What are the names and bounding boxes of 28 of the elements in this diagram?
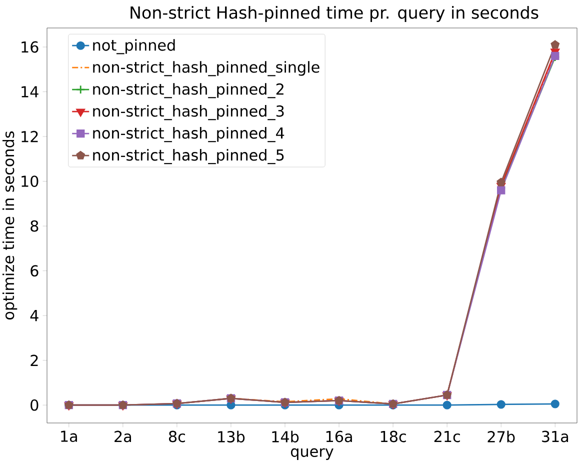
- x-tick-label: 21c: [434, 430, 460, 442]
- legend-label: non-strict_hash_pinned_5: [93, 149, 284, 164]
- y-tick-label: 8: [30, 220, 38, 232]
- y-tick-label: 14: [22, 86, 38, 98]
- x-tick-label: 2a: [114, 430, 131, 442]
- x-tick-label: 1a: [61, 430, 77, 442]
- legend-label: not_pinned: [93, 39, 175, 54]
- x-tick-label: 14b: [272, 430, 299, 442]
- x-tick-label: 31a: [542, 430, 568, 442]
- y-tick-label: 10: [22, 176, 38, 188]
- y-axis-title: optimize time in seconds: [2, 131, 18, 320]
- x-axis-title: query: [290, 448, 334, 460]
- y-tick-label: 2: [30, 354, 38, 366]
- legend-label: non-strict_hash_pinned_single: [93, 61, 320, 76]
- x-tick-label: 27b: [488, 430, 515, 442]
- chart-title: Non-strict Hash-pinned time pr. query in seconds: [130, 6, 538, 22]
- y-tick-label: 16: [22, 41, 38, 53]
- x-tick-label: 18c: [380, 430, 406, 442]
- y-tick-label: 6: [30, 265, 38, 277]
- x-tick-label: 8c: [168, 430, 185, 442]
- y-tick-label: 0: [30, 399, 38, 411]
- x-tick-label: 13b: [218, 430, 245, 442]
- y-tick-label: 4: [30, 310, 38, 322]
- legend-label: non-strict_hash_pinned_4: [93, 127, 284, 142]
- x-tick-label: 16a: [326, 430, 352, 442]
- legend-label: non-strict_hash_pinned_2: [93, 83, 284, 98]
- y-tick-label: 12: [22, 130, 38, 142]
- legend-label: non-strict_hash_pinned_3: [93, 105, 284, 120]
